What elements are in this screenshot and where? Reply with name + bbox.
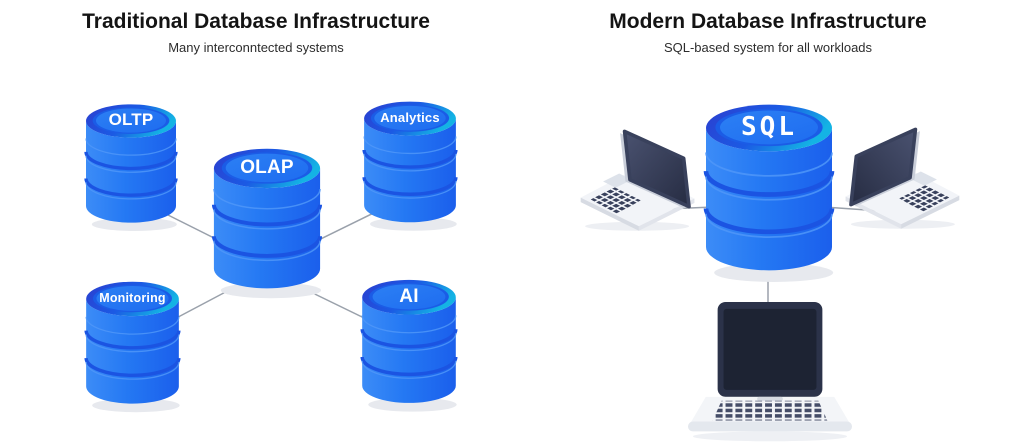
laptop-left bbox=[578, 126, 698, 233]
database-icon bbox=[703, 104, 835, 282]
database-label-analytics: Analytics bbox=[380, 110, 440, 126]
database-oltp: OLTP bbox=[81, 91, 181, 234]
database-analytics: Analytics bbox=[359, 88, 461, 234]
database-label-monitoring: Monitoring bbox=[99, 291, 166, 306]
database-label-oltp: OLTP bbox=[108, 110, 154, 130]
laptop-icon bbox=[580, 129, 695, 231]
database-sql: SQL bbox=[699, 86, 839, 287]
database-icon bbox=[362, 101, 458, 231]
database-ai: AI bbox=[357, 266, 461, 415]
database-label-sql: SQL bbox=[741, 112, 797, 143]
left-panel-subtitle: Many interconntected systems bbox=[168, 40, 344, 55]
database-icon bbox=[360, 279, 458, 412]
database-olap: OLAP bbox=[208, 133, 326, 302]
database-label-olap: OLAP bbox=[240, 156, 294, 178]
database-monitoring: Monitoring bbox=[81, 268, 184, 416]
left-panel-title: Traditional Database Infrastructure bbox=[82, 10, 430, 33]
database-icon bbox=[211, 148, 323, 299]
database-icon bbox=[84, 104, 178, 231]
right-panel-subtitle: SQL-based system for all workloads bbox=[663, 40, 873, 55]
laptop-right bbox=[842, 124, 962, 231]
database-icon bbox=[84, 281, 181, 413]
database-label-ai: AI bbox=[399, 285, 419, 307]
laptop-icon bbox=[687, 301, 853, 442]
laptop-bottom bbox=[686, 300, 854, 442]
laptop-icon bbox=[845, 127, 960, 229]
right-panel-title: Modern Database Infrastructure bbox=[609, 10, 927, 33]
